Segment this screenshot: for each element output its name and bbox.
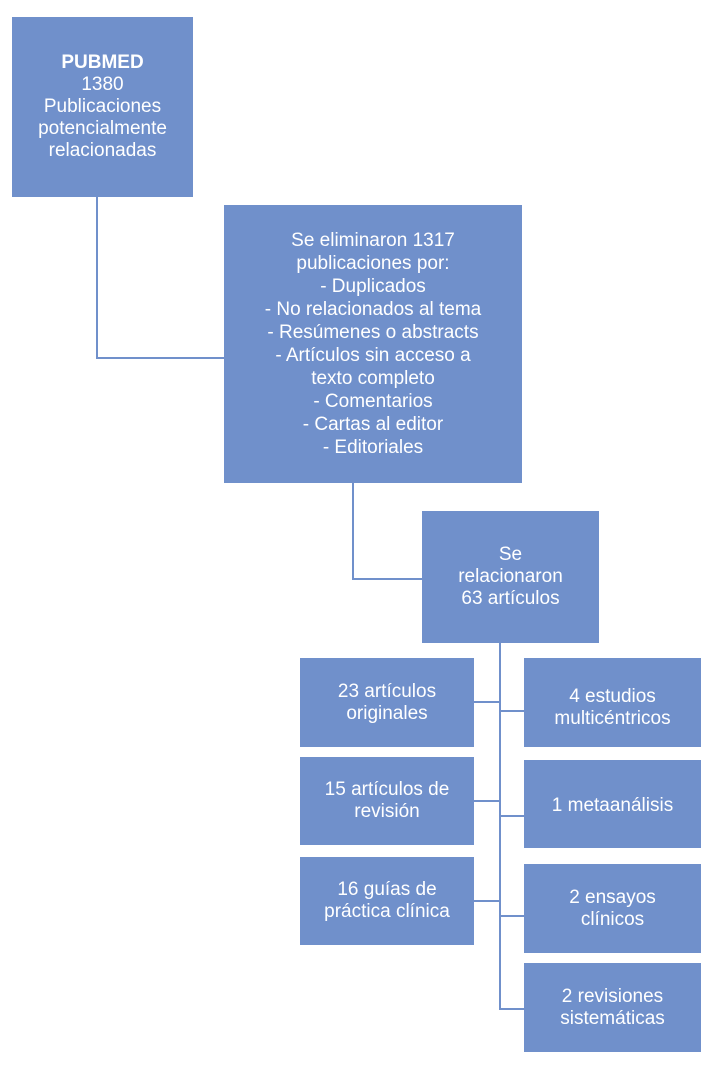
box-line: - Artículos sin acceso a — [275, 345, 471, 366]
box-line: Publicaciones — [43, 96, 162, 117]
box-line: sistemáticas — [560, 1007, 665, 1029]
connector — [352, 578, 422, 580]
box-line: publicaciones por: — [296, 253, 450, 274]
review-articles-box: 15 artículos de revisión — [300, 757, 474, 845]
connector — [352, 483, 354, 579]
connector — [499, 710, 524, 712]
box-line: - No relacionados al tema — [264, 299, 482, 320]
metaanalysis-box: 1 metaanálisis — [524, 760, 701, 848]
connector — [474, 900, 500, 902]
box-line: - Cartas al editor — [302, 414, 444, 435]
box-line: - Comentarios — [313, 391, 433, 412]
original-articles-box: 23 artículos originales — [300, 658, 474, 747]
box-line: Se — [498, 544, 523, 565]
connector — [96, 357, 224, 359]
connector — [474, 701, 500, 703]
box-line: 16 guías de — [337, 879, 437, 900]
box-line: originales — [346, 702, 428, 724]
box-line: 15 artículos de — [324, 779, 450, 800]
connector — [96, 197, 98, 358]
box-line: - Resúmenes o abstracts — [267, 322, 479, 343]
box-line: Se eliminaron 1317 — [291, 230, 455, 251]
box-line: relacionadas — [48, 140, 157, 161]
included-box: Se relacionaron 63 artículos — [422, 511, 599, 643]
source-box: PUBMED 1380 Publicaciones potencialmente… — [12, 17, 193, 197]
source-title: PUBMED — [61, 52, 144, 73]
box-line: - Editoriales — [322, 437, 424, 458]
box-line: revisión — [354, 801, 420, 822]
box-line: 2 revisiones — [561, 985, 664, 1007]
connector — [499, 815, 524, 817]
box-line: potencialmente — [38, 118, 167, 139]
clinical-trials-box: 2 ensayos clínicos — [524, 864, 701, 953]
box-line: 2 ensayos — [569, 886, 656, 908]
box-line: práctica clínica — [324, 901, 450, 922]
box-line: - Duplicados — [320, 276, 426, 297]
box-line: relacionaron — [458, 566, 563, 587]
box-line: 4 estudios — [569, 685, 656, 707]
connector — [499, 915, 524, 917]
multicentric-box: 4 estudios multicéntricos — [524, 658, 701, 747]
box-line: texto completo — [311, 368, 435, 389]
connector — [474, 800, 500, 802]
box-line: 63 artículos — [461, 588, 560, 609]
connector — [499, 643, 501, 1009]
connector — [499, 1008, 524, 1010]
box-line: multicéntricos — [554, 707, 671, 729]
box-line: clínicos — [580, 908, 645, 930]
guidelines-box: 16 guías de práctica clínica — [300, 857, 474, 945]
systematic-reviews-box: 2 revisiones sistemáticas — [524, 963, 701, 1052]
box-line: 1 metaanálisis — [551, 795, 674, 816]
box-line: 23 artículos — [337, 680, 437, 702]
box-line: 1380 — [81, 74, 124, 95]
excluded-box: Se eliminaron 1317 publicaciones por: - … — [224, 205, 522, 483]
